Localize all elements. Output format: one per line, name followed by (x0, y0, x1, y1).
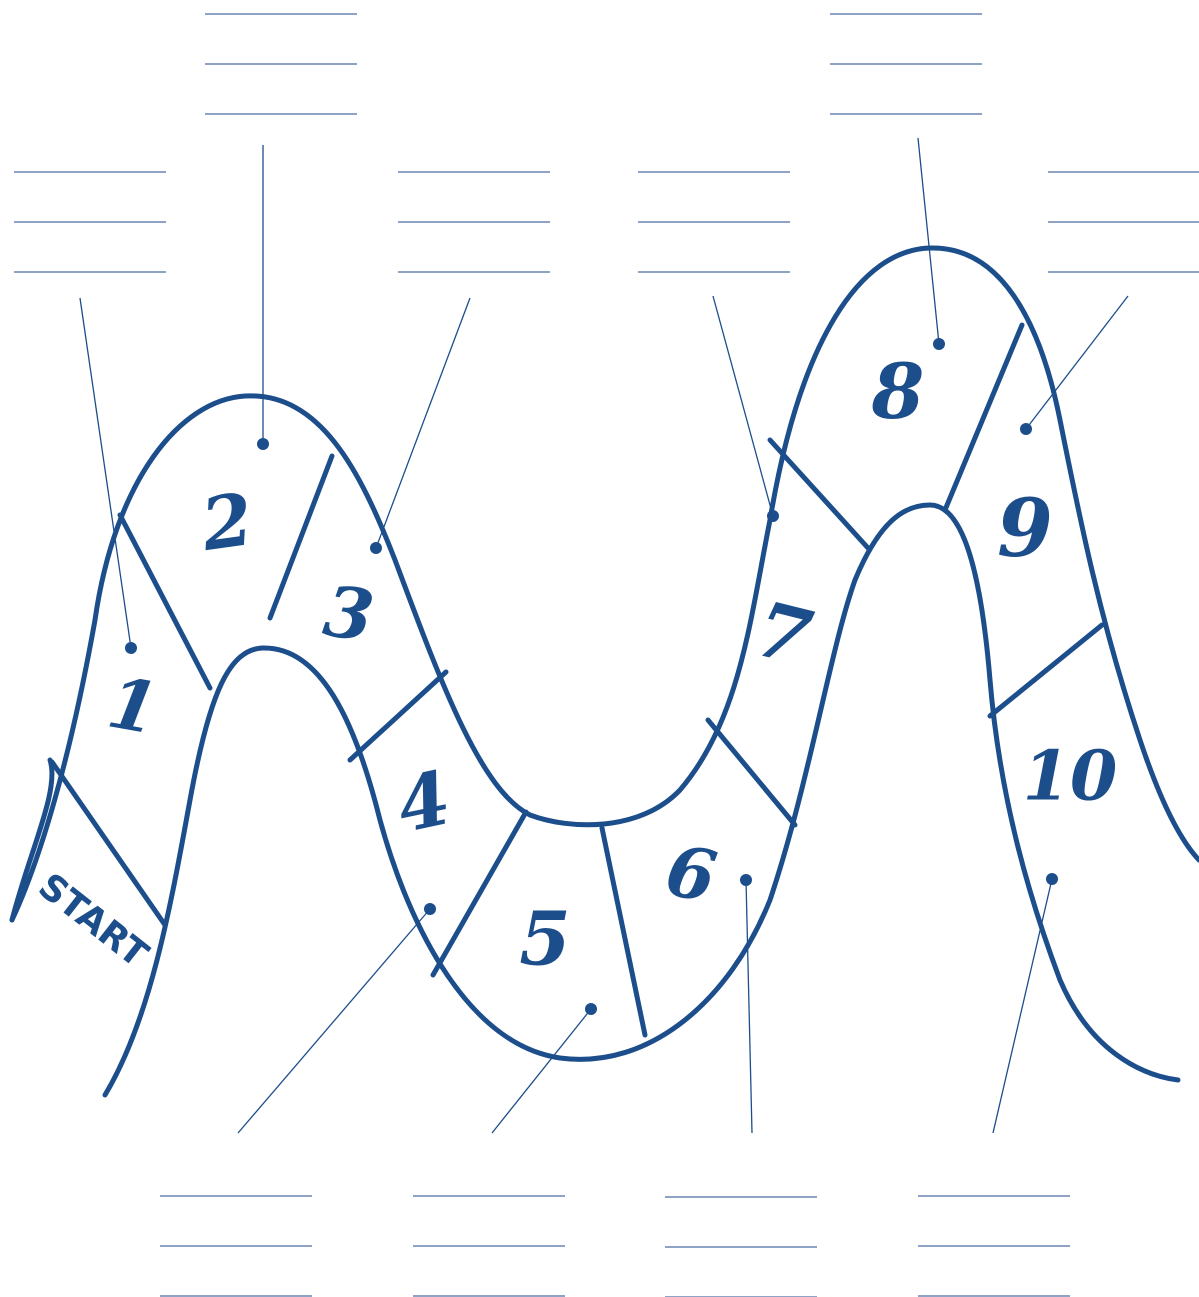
leader-line-space-7 (713, 296, 773, 516)
space-number-10: 10 (1023, 737, 1118, 817)
answer-block-space-4[interactable] (160, 1196, 312, 1296)
leader-line-space-8 (918, 138, 939, 344)
divider-9-10 (990, 625, 1102, 716)
answer-block-space-5[interactable] (413, 1196, 565, 1296)
leader-dot-space-9 (1020, 423, 1032, 435)
leader-dot-space-4 (424, 903, 436, 915)
leader-dot-space-10 (1046, 873, 1058, 885)
divider-6-7 (708, 720, 795, 825)
divider-5-6 (602, 828, 645, 1035)
leader-dot-space-2 (257, 438, 269, 450)
divider-3-4 (350, 672, 446, 760)
divider-7-8 (770, 440, 868, 548)
space-number-5: 5 (519, 897, 571, 983)
space-number-2: 2 (195, 476, 257, 567)
leader-dot-space-6 (740, 874, 752, 886)
answer-block-space-10[interactable] (918, 1196, 1070, 1296)
answer-block-space-9[interactable] (1048, 172, 1199, 272)
answer-block-space-3[interactable] (398, 172, 550, 272)
answer-block-space-6[interactable] (665, 1197, 817, 1297)
space-number-4: 4 (390, 755, 458, 850)
leader-line-space-6 (746, 880, 752, 1133)
board-track (12, 248, 1199, 1095)
space-number-9: 9 (997, 481, 1053, 575)
leader-dot-space-8 (933, 338, 945, 350)
space-number-7: 7 (747, 584, 820, 683)
answer-block-space-8[interactable] (830, 14, 982, 114)
leader-lines (80, 138, 1128, 1133)
leader-line-space-1 (80, 298, 131, 648)
space-number-6: 6 (660, 828, 722, 918)
leader-dot-space-3 (370, 542, 382, 554)
leader-dot-space-1 (125, 642, 137, 654)
space-number-8: 8 (871, 347, 925, 436)
answer-block-space-7[interactable] (638, 172, 790, 272)
divider-1-2 (120, 515, 210, 688)
leader-line-space-5 (492, 1009, 591, 1133)
leader-dot-space-7 (767, 510, 779, 522)
divider-2-3 (270, 456, 332, 618)
answer-block-space-1[interactable] (14, 172, 166, 272)
space-number-1: 1 (102, 660, 164, 750)
leader-dot-space-5 (585, 1003, 597, 1015)
leader-line-space-3 (376, 298, 470, 548)
leader-line-space-9 (1026, 296, 1128, 429)
leader-line-space-4 (238, 909, 430, 1133)
leader-line-space-10 (993, 879, 1052, 1133)
track-outer-edge (12, 248, 1199, 920)
answer-block-space-2[interactable] (205, 14, 357, 114)
space-number-3: 3 (319, 569, 379, 658)
